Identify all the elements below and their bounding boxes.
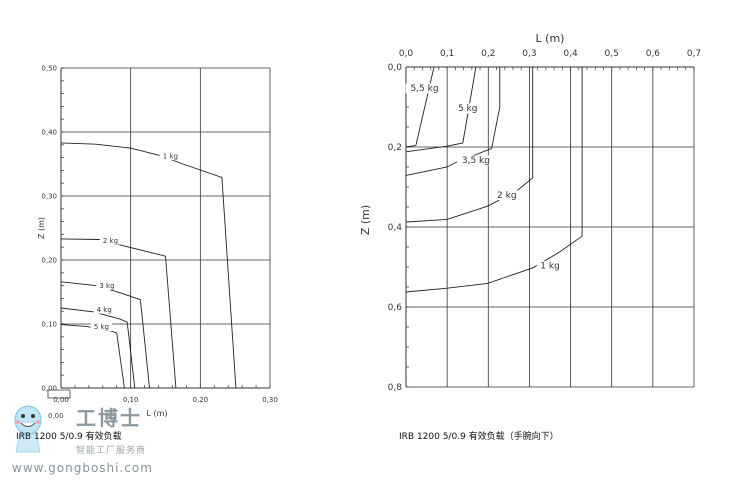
caption-right: IRB 1200 5/0.9 有效负载（手腕向下） — [399, 432, 559, 442]
x-tick-label: 0,7 — [687, 49, 701, 59]
curve-label-background — [493, 190, 520, 201]
watermark-brand: 工博士 — [76, 406, 142, 430]
y-tick-label: 0,00 — [41, 384, 57, 392]
curve-label-background — [99, 236, 122, 245]
curve-label-2-kg: 2 kg — [497, 191, 517, 201]
x-tick-label: 0,30 — [262, 396, 278, 404]
curve-label-3-5-kg: 3,5 kg — [462, 156, 490, 166]
curve-label-background — [454, 103, 481, 114]
y-tick-label: 0,40 — [41, 128, 57, 136]
payload-curve-1-kg — [405, 67, 583, 293]
curve-label-background — [536, 261, 564, 271]
curve-label-5-5-kg: 5,5 kg — [410, 84, 438, 94]
robot-mascot-icon — [14, 389, 71, 453]
x-tick-label: 0,0 — [399, 49, 414, 59]
x-tick-label: 0,10 — [123, 396, 139, 404]
payload-chart-standard: 0,00 0,10 0,20 0,30 0,00 0,10 0,20 0,30 0,40 0,50… — [37, 64, 278, 418]
payload-curve-4-kg — [60, 307, 136, 389]
payload-chart-wrist-down: 0,0 0,1 0,2 0,3 0,4 0,5 0,6 0,7 0,0 0,2 0,4 0,6 0,8 L… — [359, 32, 701, 393]
origin-label: 0,00 — [48, 412, 64, 420]
curve-label-2-kg: 2 kg — [103, 237, 118, 245]
x-tick-label: 0,00 — [53, 396, 69, 404]
watermark-url: www.gongboshi.com — [12, 461, 153, 475]
x-tick-label: 0,20 — [193, 396, 209, 404]
y-tick-label: 0,30 — [41, 192, 57, 200]
x-axis-title: L (m) — [146, 409, 167, 418]
curve-label-5-kg: 5 kg — [458, 104, 478, 114]
y-tick-label: 0,50 — [41, 64, 57, 72]
curve-label-5-kg: 5 kg — [94, 323, 109, 331]
curve-label-3-kg: 3 kg — [99, 282, 114, 290]
payload-curve-3-kg — [60, 281, 150, 389]
watermark-slogan: 智能工厂服务商 — [76, 446, 147, 456]
curve-label-background — [405, 83, 444, 94]
curve-label-1-kg: 1 kg — [163, 152, 178, 160]
curve-label-background — [159, 152, 182, 161]
curve-label-1-kg: 1 kg — [540, 262, 560, 272]
y-axis-title: Z (m) — [37, 217, 46, 239]
payload-curve-5-5-kg — [405, 66, 435, 148]
y-tick-label: 0,20 — [41, 256, 57, 264]
payload-curve-2-kg — [60, 238, 177, 389]
payload-curve-5-kg — [60, 324, 125, 389]
curve-label-4-kg: 4 kg — [97, 306, 112, 314]
y-tick-label: 0,4 — [388, 223, 403, 233]
x-tick-label: 0,5 — [605, 49, 619, 59]
y-tick-label: 0,0 — [388, 63, 403, 73]
y-tick-label: 0,8 — [388, 383, 403, 393]
x-axis-title: L (m) — [536, 32, 565, 45]
y-axis-title: Z (m) — [359, 205, 372, 235]
y-tick-label: 0,10 — [41, 320, 57, 328]
curve-label-background — [96, 282, 118, 290]
x-tick-label: 0,4 — [563, 49, 578, 59]
payload-curve-1-kg — [60, 142, 237, 389]
y-tick-label: 0,2 — [388, 143, 402, 153]
x-tick-label: 0,6 — [646, 49, 661, 59]
curve-label-background — [90, 323, 113, 331]
curve-label-background — [457, 155, 495, 166]
caption-left: IRB 1200 5/0.9 有效负载 — [16, 432, 122, 442]
y-tick-label: 0,6 — [388, 303, 403, 313]
x-tick-label: 0,1 — [440, 49, 454, 59]
x-tick-label: 0,3 — [522, 49, 536, 59]
x-tick-label: 0,2 — [481, 49, 495, 59]
curve-label-background — [93, 305, 115, 314]
payload-curve-3-5-kg — [405, 67, 501, 176]
